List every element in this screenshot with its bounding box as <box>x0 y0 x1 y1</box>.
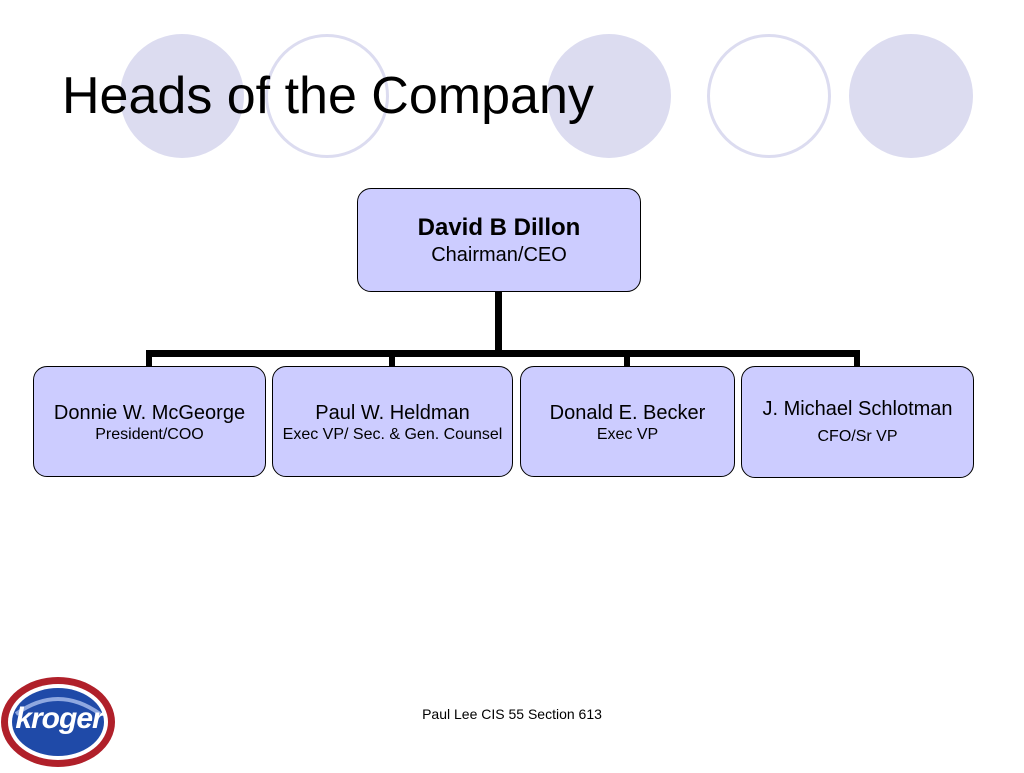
org-name: Paul W. Heldman <box>315 402 470 424</box>
decor-circle <box>547 34 671 158</box>
decor-circle <box>120 34 244 158</box>
org-role: President/COO <box>95 426 204 443</box>
org-box-report: Donnie W. McGeorge President/COO <box>33 366 266 477</box>
logo-wordmark: kroger <box>15 702 103 735</box>
connector-drop <box>854 350 860 367</box>
kroger-logo: kroger <box>0 674 118 768</box>
decor-circle <box>707 34 831 158</box>
org-name: Donnie W. McGeorge <box>53 402 246 424</box>
org-role: Exec VP <box>596 426 659 443</box>
org-name: J. Michael Schlotman <box>762 398 953 420</box>
org-name: Donald E. Becker <box>549 402 706 424</box>
slide-footer: Paul Lee CIS 55 Section 613 <box>422 706 602 722</box>
decor-circle <box>265 34 389 158</box>
org-name: David B Dillon <box>417 214 581 241</box>
org-role: Chairman/CEO <box>431 244 567 266</box>
org-box-report: Donald E. Becker Exec VP <box>520 366 735 477</box>
decor-circle <box>849 34 973 158</box>
connector-drop <box>146 350 152 367</box>
connector-vertical-root <box>495 291 502 357</box>
org-box-report: J. Michael Schlotman CFO/Sr VP <box>741 366 974 478</box>
org-role: CFO/Sr VP <box>817 428 898 445</box>
connector-drop <box>624 350 630 367</box>
kroger-logo-mark <box>1 677 115 767</box>
org-role: Exec VP/ Sec. & Gen. Counsel <box>282 426 503 443</box>
org-box-report: Paul W. Heldman Exec VP/ Sec. & Gen. Cou… <box>272 366 513 477</box>
slide-title: Heads of the Company <box>62 67 594 125</box>
org-box-root: David B Dillon Chairman/CEO <box>357 188 641 292</box>
connector-drop <box>389 350 395 367</box>
connector-horizontal <box>146 350 860 357</box>
